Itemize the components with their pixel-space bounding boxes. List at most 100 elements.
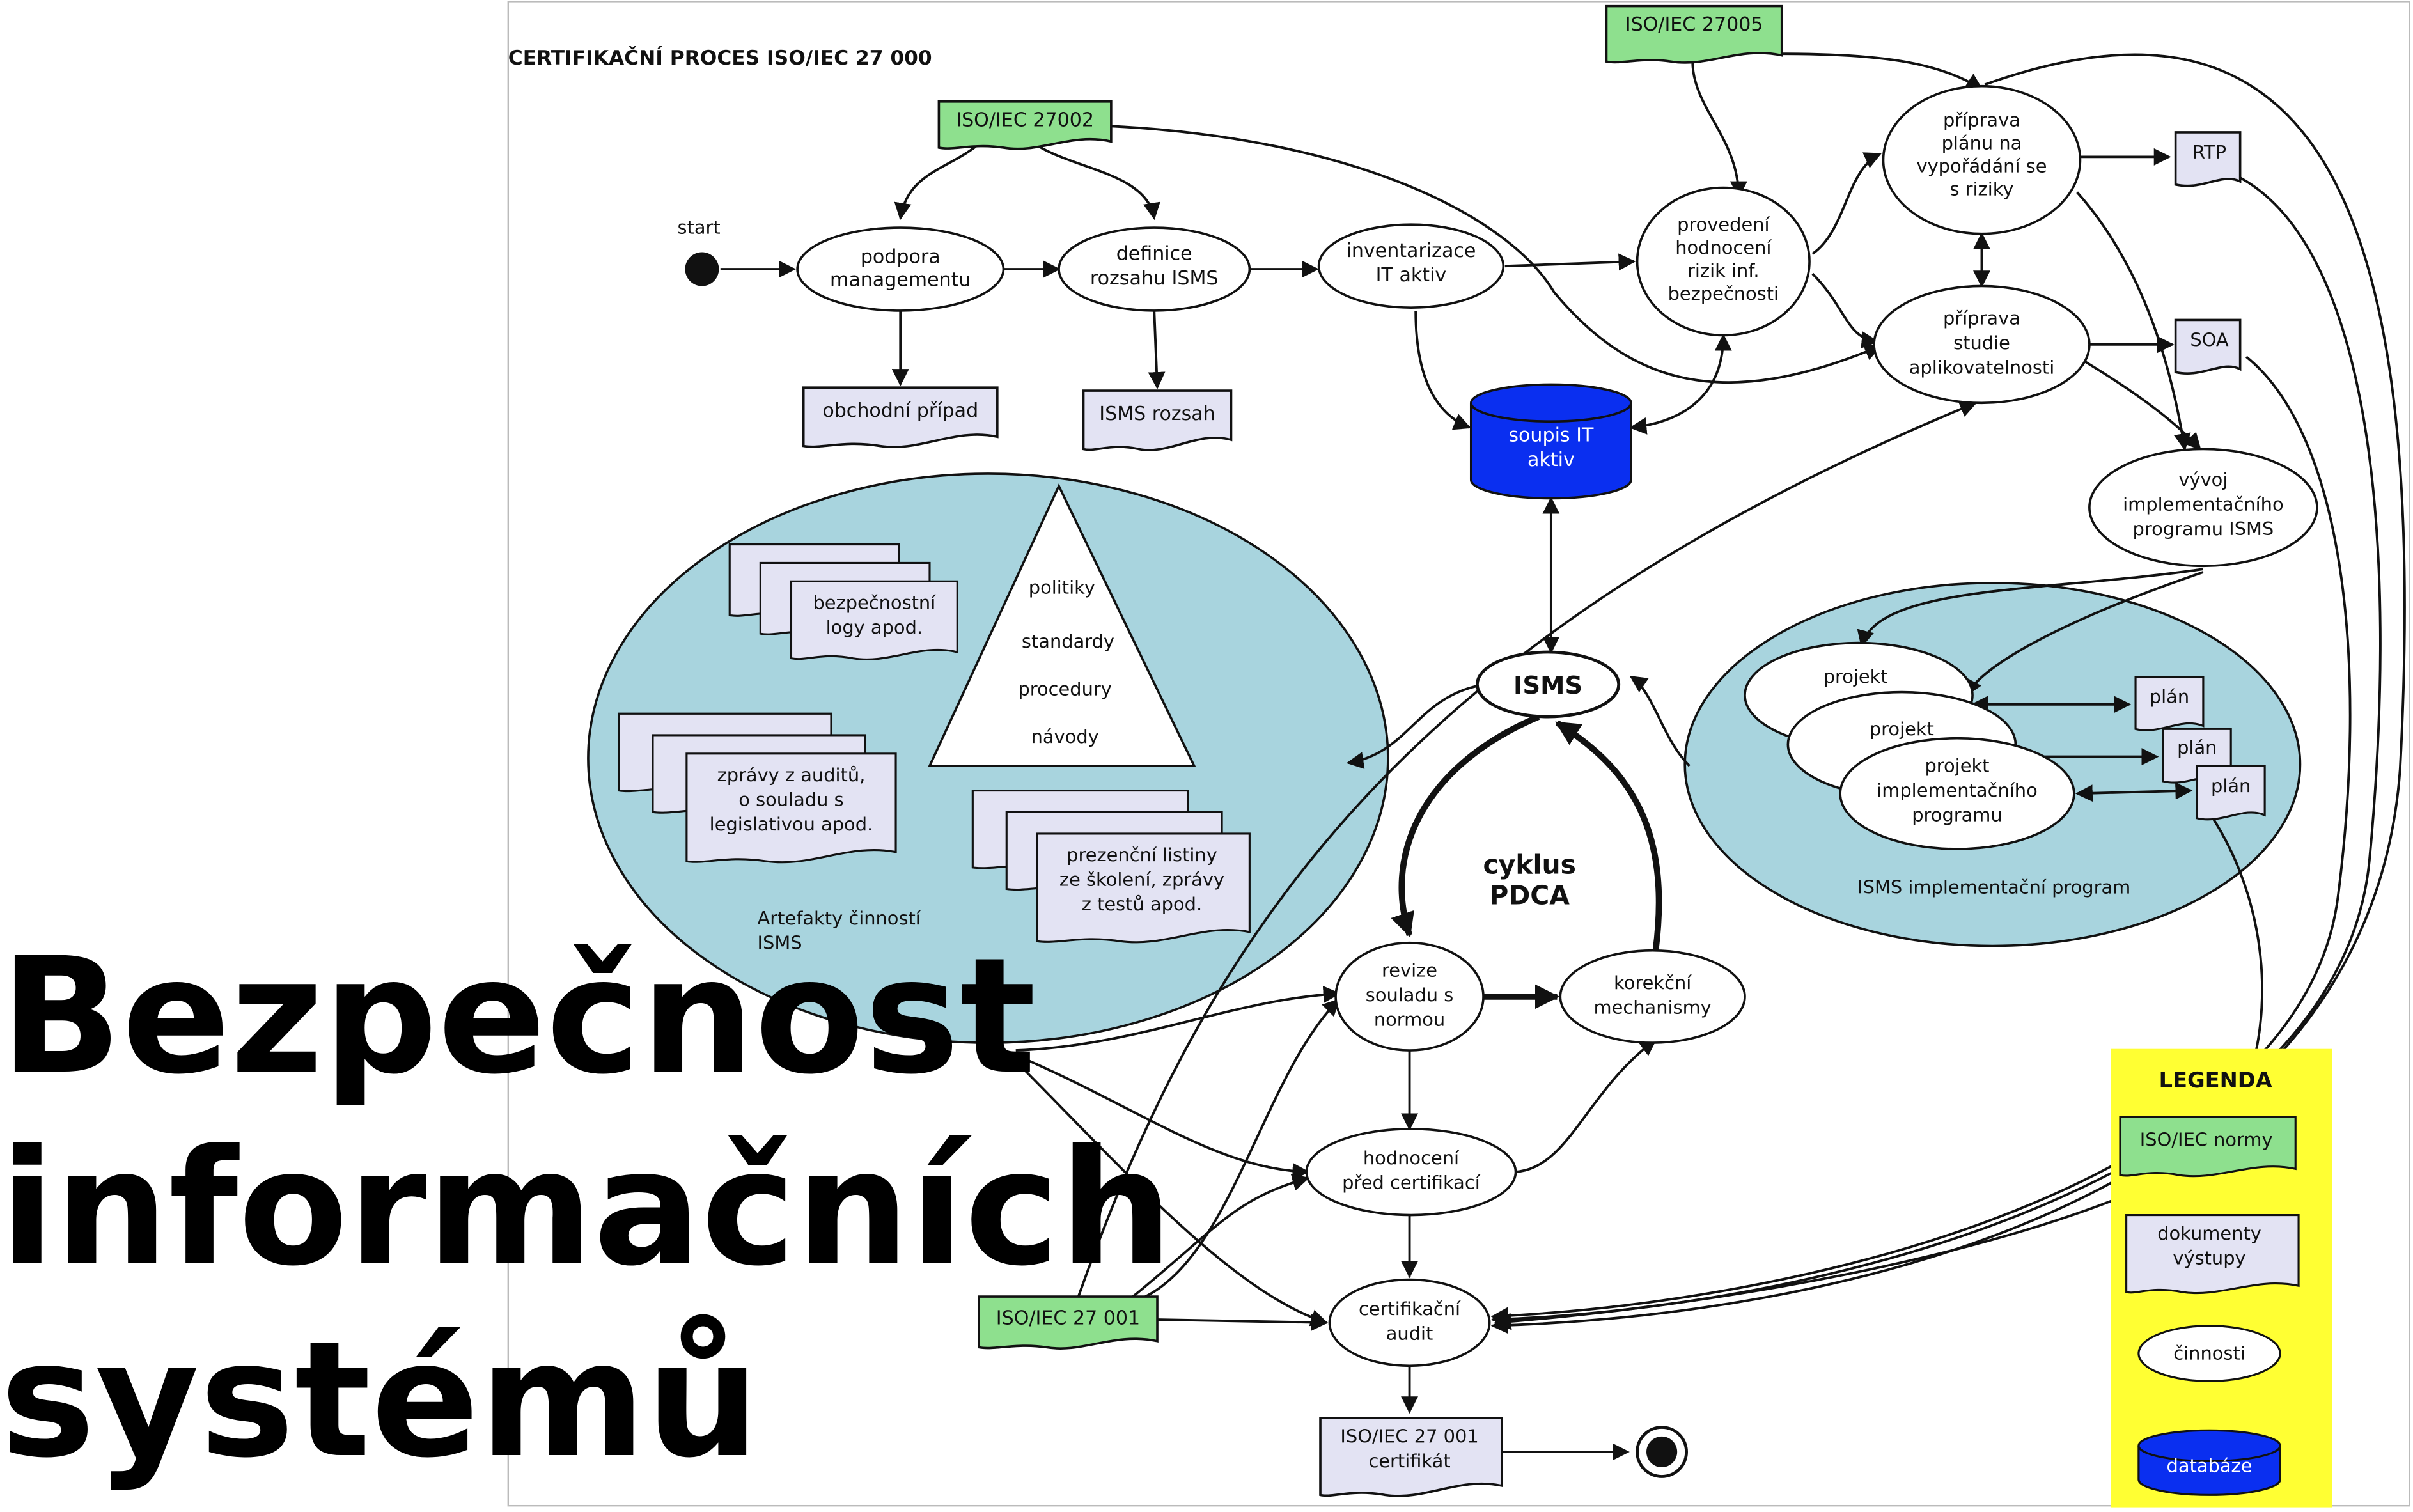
svg-text:projekt: projekt: [1823, 666, 1888, 687]
svg-text:příprava: příprava: [1943, 308, 2020, 329]
slide-title-line-1: Bezpečnost: [0, 923, 1036, 1109]
activity-priprava-studie: příprava studie aplikovatelnosti: [1873, 284, 2091, 405]
svg-text:legislativou apod.: legislativou apod.: [710, 813, 873, 835]
svg-text:zprávy z auditů,: zprávy z auditů,: [717, 764, 866, 786]
program-caption: ISMS implementační program: [1857, 877, 2130, 898]
svg-text:dokumenty: dokumenty: [2157, 1222, 2261, 1244]
svg-text:ISO/IEC 27 001: ISO/IEC 27 001: [996, 1307, 1140, 1329]
svg-text:ISO/IEC 27 001: ISO/IEC 27 001: [1340, 1426, 1478, 1447]
svg-text:bezpečnosti: bezpečnosti: [1668, 283, 1779, 304]
svg-text:logy apod.: logy apod.: [826, 616, 923, 638]
database-soupis: soupis IT aktiv: [1469, 383, 1632, 500]
activity-certifikacni-audit: certifikační audit: [1328, 1278, 1491, 1368]
policy-pyramid: politiky standardy procedury návody: [928, 483, 1196, 767]
svg-text:z testů apod.: z testů apod.: [1082, 893, 1202, 915]
svg-text:procedury: procedury: [1018, 678, 1111, 699]
slide-title-line-2: informačních: [0, 1115, 1173, 1301]
svg-text:rizik inf.: rizik inf.: [1687, 260, 1759, 281]
svg-text:RTP: RTP: [2192, 141, 2226, 163]
svg-text:programu: programu: [1912, 804, 2002, 826]
doc-rtp: RTP: [2174, 131, 2242, 187]
svg-text:ISO/IEC 27002: ISO/IEC 27002: [956, 109, 1094, 131]
svg-text:ISO/IEC 27005: ISO/IEC 27005: [1625, 13, 1763, 36]
doc-plan-1: plán: [2134, 675, 2205, 731]
doc-isms-rozsah: ISMS rozsah: [1082, 389, 1233, 451]
svg-text:soupis IT: soupis IT: [1508, 424, 1594, 446]
doc-stack-logy: bezpečnostní logy apod.: [728, 543, 958, 660]
svg-text:korekční: korekční: [1614, 972, 1692, 994]
activity-priprava-planu: příprava plánu na vypořádání se s riziky: [1882, 84, 2082, 235]
svg-text:o souladu s: o souladu s: [738, 789, 843, 811]
svg-text:projekt: projekt: [1870, 718, 1934, 740]
start-label: start: [678, 217, 721, 238]
svg-text:audit: audit: [1386, 1322, 1433, 1344]
svg-text:cyklus: cyklus: [1483, 849, 1576, 880]
activity-provedeni: provedení hodnocení rizik inf. bezpečnos…: [1636, 186, 1811, 337]
pdca-label: cyklus PDCA: [1483, 849, 1576, 910]
svg-text:mechanismy: mechanismy: [1594, 996, 1712, 1018]
svg-text:plán: plán: [2211, 775, 2251, 797]
doc-obchodni-pripad: obchodní případ: [802, 386, 999, 448]
svg-text:ISMS rozsah: ISMS rozsah: [1099, 403, 1215, 425]
project-3: projekt implementačního programu: [1839, 737, 2075, 850]
svg-text:aplikovatelnosti: aplikovatelnosti: [1909, 357, 2055, 378]
activity-korekcni: korekční mechanismy: [1559, 949, 1746, 1044]
svg-text:certifikát: certifikát: [1368, 1450, 1450, 1472]
legend-box: LEGENDA ISO/IEC normy dokumenty výstupy …: [2111, 1048, 2332, 1508]
iso27002-tag: ISO/IEC 27002: [937, 100, 1113, 150]
end-node: [1636, 1426, 1688, 1478]
diagram-header: CERTIFIKAČNÍ PROCES ISO/IEC 27 000: [508, 45, 932, 70]
pdca-cycle: [1391, 713, 1662, 1009]
svg-text:ze školení, zprávy: ze školení, zprávy: [1059, 869, 1224, 891]
legend-iso: ISO/IEC normy: [2119, 1115, 2297, 1178]
svg-text:výstupy: výstupy: [2173, 1247, 2245, 1268]
svg-text:IT aktiv: IT aktiv: [1376, 264, 1447, 286]
activity-isms: ISMS: [1475, 650, 1621, 719]
svg-text:ISMS: ISMS: [1513, 671, 1582, 700]
svg-text:Artefakty činností: Artefakty činností: [758, 907, 921, 929]
svg-text:provedení: provedení: [1677, 214, 1770, 235]
svg-text:hodnocení: hodnocení: [1363, 1147, 1460, 1169]
svg-text:studie: studie: [1953, 332, 2010, 354]
svg-text:hodnocení: hodnocení: [1675, 237, 1772, 258]
svg-text:PDCA: PDCA: [1489, 880, 1570, 911]
svg-text:plán: plán: [2150, 685, 2189, 707]
legend-docs: dokumenty výstupy: [2125, 1213, 2300, 1295]
svg-text:normou: normou: [1374, 1009, 1445, 1031]
svg-text:podpora: podpora: [861, 246, 941, 268]
activity-inventarizace: inventarizace IT aktiv: [1317, 223, 1505, 309]
legend-database: databáze: [2137, 1429, 2281, 1496]
activity-hodnoceni-pred: hodnocení před certifikací: [1305, 1127, 1517, 1217]
svg-text:s riziky: s riziky: [1949, 178, 2013, 200]
svg-text:prezenční listiny: prezenční listiny: [1066, 844, 1217, 866]
svg-text:politiky: politiky: [1029, 577, 1095, 598]
svg-text:projekt: projekt: [1925, 755, 1989, 777]
svg-text:revize: revize: [1382, 960, 1437, 981]
svg-text:ISO/IEC normy: ISO/IEC normy: [2140, 1128, 2273, 1150]
svg-text:návody: návody: [1031, 726, 1099, 747]
svg-text:vývoj: vývoj: [2178, 469, 2228, 490]
doc-stack-zpravy: zprávy z auditů, o souladu s legislativo…: [618, 712, 897, 864]
svg-text:plán: plán: [2177, 737, 2217, 758]
legend-activities: činnosti: [2137, 1325, 2281, 1382]
svg-text:programu ISMS: programu ISMS: [2133, 518, 2274, 540]
svg-text:plánu na: plánu na: [1942, 132, 2022, 153]
doc-stack-prezencni: prezenční listiny ze školení, zprávy z t…: [971, 789, 1251, 944]
doc-soa: SOA: [2174, 318, 2242, 375]
svg-text:rozsahu ISMS: rozsahu ISMS: [1090, 267, 1219, 290]
svg-text:implementačního: implementačního: [2123, 494, 2284, 515]
svg-text:příprava: příprava: [1943, 109, 2020, 130]
iso27005-tag: ISO/IEC 27005: [1605, 4, 1783, 64]
svg-text:bezpečnostní: bezpečnostní: [813, 592, 936, 614]
svg-text:ISMS: ISMS: [758, 931, 802, 953]
iso27001-tag: ISO/IEC 27 001: [978, 1295, 1159, 1350]
svg-text:činnosti: činnosti: [2173, 1343, 2245, 1364]
svg-text:vypořádání se: vypořádání se: [1916, 155, 2047, 176]
activity-revize: revize souladu s normou: [1334, 941, 1485, 1052]
svg-text:obchodní případ: obchodní případ: [822, 400, 978, 422]
svg-text:implementačního: implementačního: [1877, 779, 2038, 801]
svg-text:souladu s: souladu s: [1366, 984, 1454, 1006]
doc-plan-3: plán: [2196, 765, 2266, 821]
